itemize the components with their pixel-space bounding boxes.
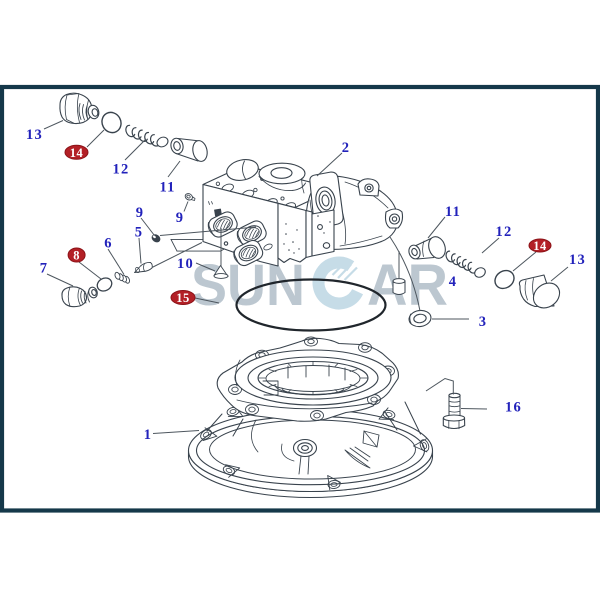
svg-text:14: 14 — [70, 146, 84, 160]
svg-text:11: 11 — [445, 204, 461, 220]
svg-text:3: 3 — [479, 314, 487, 330]
svg-text:9: 9 — [136, 205, 144, 221]
svg-text:AR: AR — [367, 253, 448, 318]
svg-text:8: 8 — [73, 249, 80, 263]
svg-text:12: 12 — [496, 224, 513, 240]
svg-text:14: 14 — [533, 239, 547, 253]
svg-text:4: 4 — [449, 274, 457, 290]
svg-text:9: 9 — [176, 210, 184, 226]
svg-text:11: 11 — [159, 180, 175, 196]
svg-text:6: 6 — [104, 236, 112, 252]
svg-text:15: 15 — [176, 291, 190, 305]
svg-text:2: 2 — [342, 140, 350, 156]
svg-text:5: 5 — [135, 225, 143, 241]
svg-text:7: 7 — [40, 261, 48, 277]
svg-text:13: 13 — [26, 127, 43, 143]
svg-text:13: 13 — [569, 252, 586, 268]
svg-text:1: 1 — [144, 427, 152, 443]
svg-text:12: 12 — [113, 162, 130, 178]
svg-text:16: 16 — [505, 400, 522, 416]
svg-text:10: 10 — [177, 256, 194, 272]
